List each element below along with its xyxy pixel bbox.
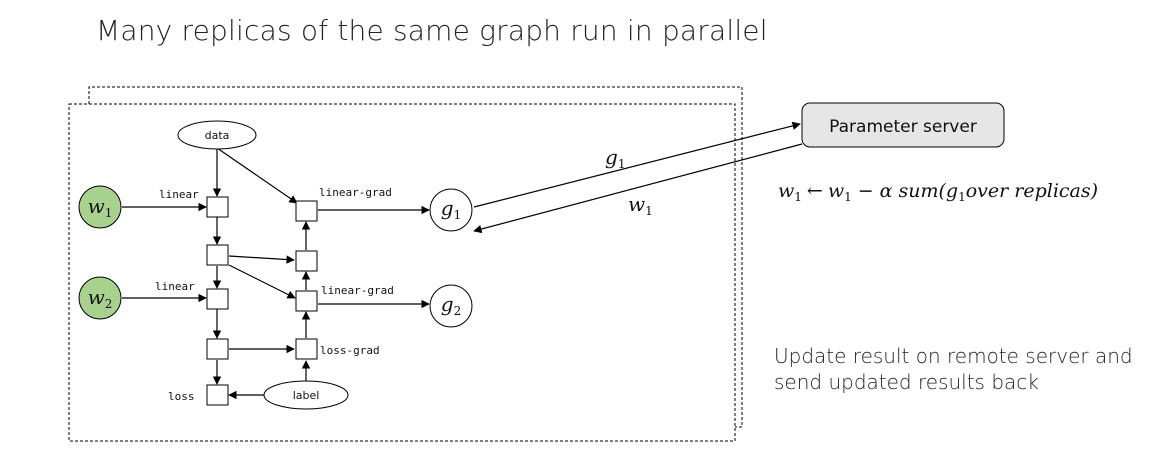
replica-frame-back <box>88 86 743 428</box>
update-note-line-1: Update result on remote server and <box>774 344 1133 368</box>
op-node-loss <box>206 384 229 406</box>
data-node-label: data <box>205 129 230 142</box>
op-label-linear-grad-1: linear-grad <box>319 186 392 199</box>
graph-edges <box>122 121 803 400</box>
label-node <box>263 380 349 410</box>
op-node-loss-grad <box>295 338 318 360</box>
parameter-server-box <box>801 102 1005 148</box>
op-label-linear-1: linear <box>159 188 199 201</box>
w2-node-label: w2 <box>88 285 113 311</box>
op-nodes <box>206 196 318 406</box>
g1-node <box>429 188 473 232</box>
edge-label-w1: w1 <box>628 192 653 218</box>
edge-label-g1: g1 <box>605 145 625 171</box>
op-node-linear-grad-2 <box>295 290 318 312</box>
g2-node-label: g2 <box>441 292 461 318</box>
edge-server-to-g1 <box>473 143 803 234</box>
op-label-loss: loss <box>168 390 195 403</box>
edge-relu-to-linear-grad2 <box>228 264 296 299</box>
edge-data-to-linear-grad <box>216 147 298 204</box>
update-note-line-2: send updated results back <box>774 370 1039 394</box>
op-label-loss-grad: loss-grad <box>320 344 380 357</box>
w1-node <box>78 185 122 229</box>
g2-node <box>429 284 473 328</box>
w1-node-label: w1 <box>88 194 113 220</box>
op-node-linear-1 <box>206 196 229 218</box>
data-node <box>177 120 257 150</box>
replica-frame-front <box>68 103 736 442</box>
op-label-linear-grad-2: linear-grad <box>321 284 394 297</box>
op-node-relu-grad <box>295 250 318 272</box>
parameter-server-label: Parameter server <box>829 117 977 137</box>
op-label-linear-2: linear <box>155 280 195 293</box>
update-note: Update result on remote server and send … <box>774 343 1133 395</box>
w2-node <box>78 276 122 320</box>
edge-relu-to-relu-grad <box>228 255 295 264</box>
op-node-linear-2 <box>206 288 229 310</box>
slide-title: Many replicas of the same graph run in p… <box>96 14 768 47</box>
op-node-softmax <box>206 338 229 360</box>
edge-g1-to-server <box>473 121 801 208</box>
g1-node-label: g1 <box>441 196 461 222</box>
label-node-label: label <box>293 389 320 402</box>
op-node-linear-grad-1 <box>295 200 318 222</box>
op-node-relu <box>206 244 229 266</box>
